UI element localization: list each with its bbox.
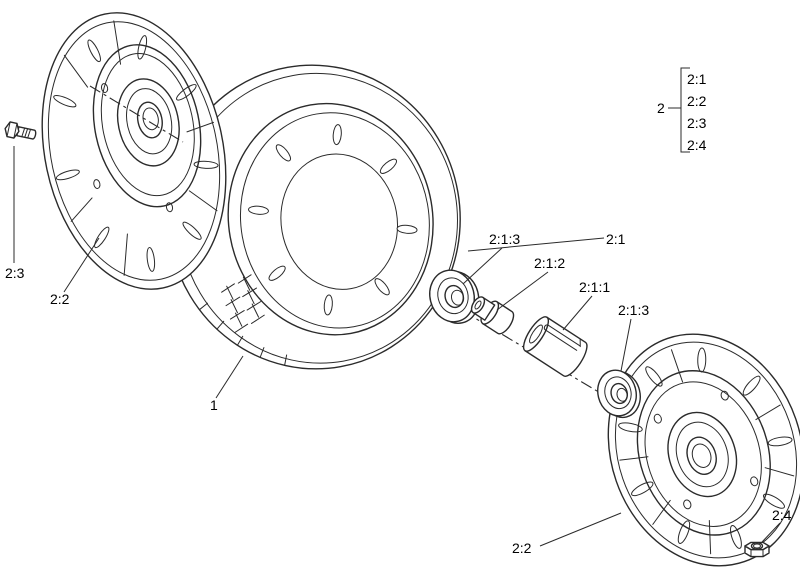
legend-bracket bbox=[680, 67, 690, 153]
legend: 2 2:1 2:2 2:3 2:4 bbox=[657, 67, 707, 153]
right-hub-pockets bbox=[618, 347, 793, 549]
leader-lines bbox=[13, 146, 781, 547]
callout-hub-right-label: 2:2 bbox=[512, 540, 532, 556]
callout-bearing-right-label: 2:1:3 bbox=[618, 302, 649, 318]
callout-tire-label: 1 bbox=[210, 397, 218, 413]
callout-nut-label: 2:4 bbox=[772, 507, 792, 523]
right-hub-bolt-holes bbox=[653, 390, 759, 510]
bearing-group-leader-line bbox=[467, 237, 605, 252]
tire-edge-tread-ticks bbox=[198, 302, 288, 366]
right-hub bbox=[607, 333, 800, 567]
nut-leader-line bbox=[761, 522, 781, 543]
left-hub-ribs bbox=[63, 20, 218, 276]
bearing-washer-left bbox=[429, 269, 480, 324]
hub-right-leader-line bbox=[539, 512, 622, 547]
legend-item-4: 2:4 bbox=[687, 137, 707, 153]
legend-item-3: 2:3 bbox=[687, 115, 707, 131]
callout-bearing-left-label: 2:1:3 bbox=[489, 231, 520, 247]
spacer bbox=[470, 296, 515, 335]
bearing-left-leader-line bbox=[462, 247, 503, 285]
spacer-leader-line bbox=[496, 271, 549, 311]
tire bbox=[167, 64, 461, 370]
legend-item-1: 2:1 bbox=[687, 71, 707, 87]
left-hub-pockets bbox=[53, 35, 219, 272]
left-hub bbox=[41, 12, 227, 290]
callout-spacer-label: 2:1:2 bbox=[534, 255, 565, 271]
tire-leader-line bbox=[215, 355, 244, 399]
right-hub-ribs bbox=[619, 349, 795, 555]
sleeve bbox=[522, 316, 588, 377]
bearing-right-leader-line bbox=[620, 318, 632, 372]
legend-assembly-label: 2 bbox=[657, 100, 665, 116]
bolt bbox=[4, 121, 37, 140]
callout-sleeve-label: 2:1:1 bbox=[579, 279, 610, 295]
tire-tread-pattern bbox=[221, 274, 265, 333]
axis-centerline-left bbox=[89, 85, 184, 143]
bearing-washer-right bbox=[597, 369, 641, 419]
hub-left-leader-line bbox=[63, 237, 100, 293]
sleeve-leader-line bbox=[562, 295, 593, 331]
nut bbox=[744, 541, 770, 558]
legend-item-2: 2:2 bbox=[687, 93, 707, 109]
callout-bearing-group-label: 2:1 bbox=[606, 231, 626, 247]
tire-inner-lugs bbox=[248, 124, 418, 316]
callout-bolt-label: 2:3 bbox=[5, 265, 25, 281]
callout-hub-left-label: 2:2 bbox=[50, 291, 70, 307]
